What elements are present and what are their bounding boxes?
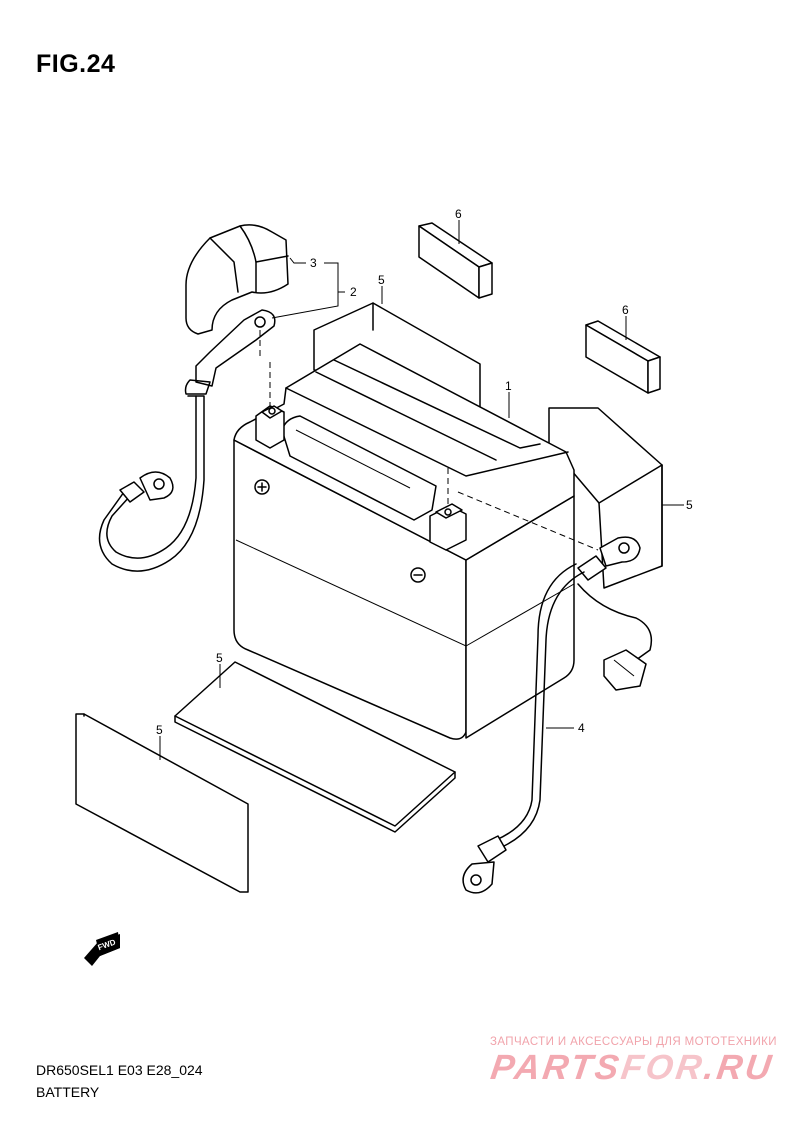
callout-5d-label: 5 — [156, 723, 163, 737]
positive-lead — [98, 309, 276, 572]
cushion-tray — [174, 661, 456, 833]
watermark-logo-main: PARTS — [488, 1048, 625, 1087]
terminal-cover — [185, 224, 289, 335]
callout-5c-label: 5 — [216, 651, 223, 665]
callout-4: 4 — [546, 721, 585, 735]
watermark-logo: PARTSFOR.RU — [488, 1048, 776, 1088]
callout-2: 2 — [271, 270, 357, 319]
callout-1: 1 — [505, 379, 512, 418]
callout-6b: 6 — [622, 303, 629, 340]
callout-2-label: 2 — [350, 285, 357, 299]
callout-6a: 6 — [455, 207, 462, 244]
cushion-front — [75, 713, 249, 893]
callout-5d: 5 — [156, 723, 163, 760]
model-code: DR650SEL1 E03 E28_024 — [36, 1062, 203, 1078]
watermark-logo-tld: .RU — [701, 1048, 777, 1087]
callout-5c: 5 — [216, 651, 223, 688]
pad-right — [585, 320, 661, 394]
watermark-tagline: ЗАПЧАСТИ И АКСЕССУАРЫ ДЛЯ МОТОТЕХНИКИ — [490, 1036, 777, 1048]
callout-5b: 5 — [662, 498, 693, 512]
section-name: BATTERY — [36, 1084, 100, 1100]
callout-5a: 5 — [378, 273, 385, 304]
fwd-arrow-icon: FWD — [84, 932, 120, 966]
positive-terminal — [255, 405, 285, 449]
callout-3: 3 — [289, 256, 339, 270]
battery-body — [233, 343, 575, 740]
negative-terminal — [429, 503, 467, 551]
pad-top — [418, 222, 493, 299]
negative-lead — [447, 468, 653, 894]
callout-3-label: 3 — [310, 256, 317, 270]
callout-5a-label: 5 — [378, 273, 385, 287]
callout-1-label: 1 — [505, 379, 512, 393]
callout-5b-label: 5 — [686, 498, 693, 512]
callout-6a-label: 6 — [455, 207, 462, 221]
figure-title: FIG.24 — [36, 50, 116, 78]
callout-6b-label: 6 — [622, 303, 629, 317]
watermark-logo-accent: FOR — [618, 1048, 708, 1087]
callout-4-label: 4 — [578, 721, 585, 735]
